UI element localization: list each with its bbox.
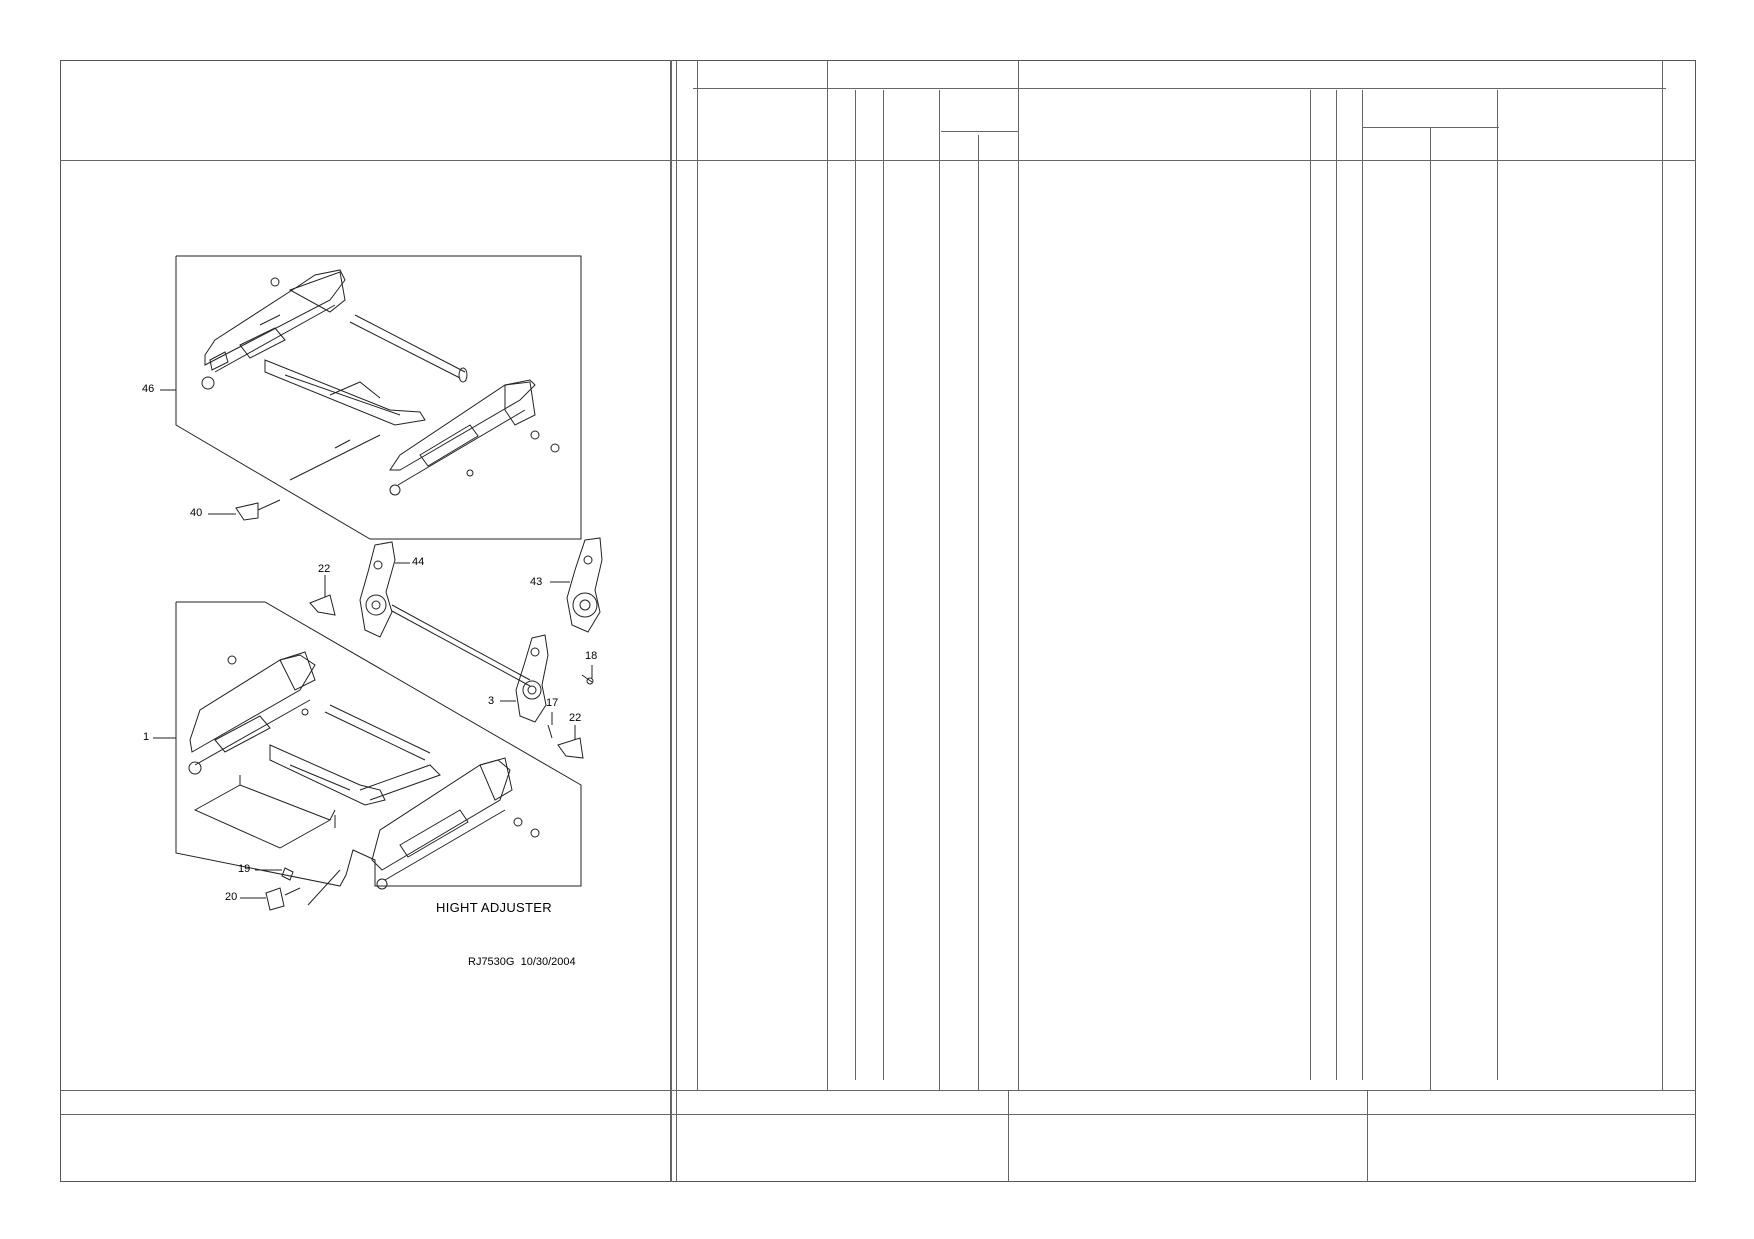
callout-19: 19	[238, 863, 251, 875]
bolt	[270, 277, 280, 287]
table-rule-h	[941, 131, 1019, 132]
bolt-17	[547, 724, 553, 739]
upper-inner-lever	[264, 359, 426, 426]
callout-40: 40	[190, 507, 203, 519]
table-rule-v	[939, 90, 940, 1090]
callout-17: 17	[546, 697, 559, 709]
table-rule-v	[676, 1090, 677, 1182]
table-rule-v	[827, 60, 828, 1090]
table-rule-v	[697, 60, 698, 1090]
table-rule-v	[670, 60, 672, 1090]
cover-22-lower	[557, 737, 584, 759]
lower-cross-tube	[324, 711, 426, 761]
table-rule-v	[1310, 90, 1311, 1080]
callout-22-lower: 22	[569, 712, 582, 724]
table-rule-v	[1362, 90, 1363, 1080]
callout-1: 1	[143, 731, 150, 743]
callout-18: 18	[585, 650, 598, 662]
bolt	[227, 655, 237, 665]
table-rule-v	[1430, 127, 1431, 1090]
lower-assembly-border	[175, 601, 582, 887]
table-rule-h	[60, 160, 1696, 161]
seat-frame-drawing	[153, 255, 603, 911]
table-rule-v	[1497, 90, 1498, 1080]
lower-right-rail	[371, 757, 513, 890]
table-rule-v	[1018, 60, 1019, 1090]
bolt	[301, 708, 309, 716]
callout-3: 3	[488, 695, 495, 707]
bushing-20	[265, 887, 285, 911]
upper-right-rail	[389, 379, 536, 496]
upper-cross-tube	[349, 314, 468, 383]
table-rule-h	[60, 1114, 1696, 1115]
bolt	[466, 469, 474, 477]
recliner-shaft	[391, 604, 531, 681]
height-link	[269, 744, 441, 806]
table-rule-v	[1662, 60, 1663, 1090]
callout-20: 20	[225, 891, 238, 903]
exploded-parts-illustration: 46 40 44 43 22 18 3 17 22 1 19 20 HIGHT …	[0, 0, 680, 1100]
seat-wire-frame	[193, 775, 336, 849]
table-rule-h	[693, 88, 1666, 89]
screw-19	[281, 867, 294, 881]
table-rule-v	[1367, 1090, 1368, 1182]
callout-22-upper: 22	[318, 563, 331, 575]
adjuster-knob	[235, 502, 259, 521]
table-rule-v	[676, 60, 677, 1090]
drawing-reference: RJ7530G 10/30/2004	[468, 956, 576, 968]
cover-22-upper	[309, 594, 336, 616]
callout-43: 43	[530, 576, 543, 588]
recliner-plate-44	[359, 541, 396, 638]
table-rule-v	[670, 1090, 672, 1182]
bolt	[530, 828, 540, 838]
table-rule-h	[1363, 127, 1499, 128]
bolt	[513, 817, 523, 827]
upper-left-rail	[201, 269, 346, 390]
table-rule-v	[1008, 1090, 1009, 1182]
table-rule-v	[1336, 90, 1337, 1080]
table-rule-h	[60, 1090, 1696, 1091]
table-rule-v	[855, 90, 856, 1080]
illustration-caption: HIGHT ADJUSTER	[436, 900, 552, 915]
callout-leaders	[153, 389, 593, 899]
callout-44: 44	[412, 556, 425, 568]
bolt	[550, 443, 560, 453]
lower-left-rail	[188, 651, 316, 775]
bolt	[530, 430, 540, 440]
upper-assembly-border	[175, 255, 582, 540]
table-rule-v	[978, 135, 979, 1090]
recliner-plate-43	[566, 537, 603, 633]
bolt-18	[581, 674, 593, 683]
table-rule-v	[883, 90, 884, 1080]
callout-46: 46	[142, 383, 155, 395]
parts-sheet-frame	[60, 60, 1696, 1182]
recliner-plate-3	[515, 634, 549, 723]
